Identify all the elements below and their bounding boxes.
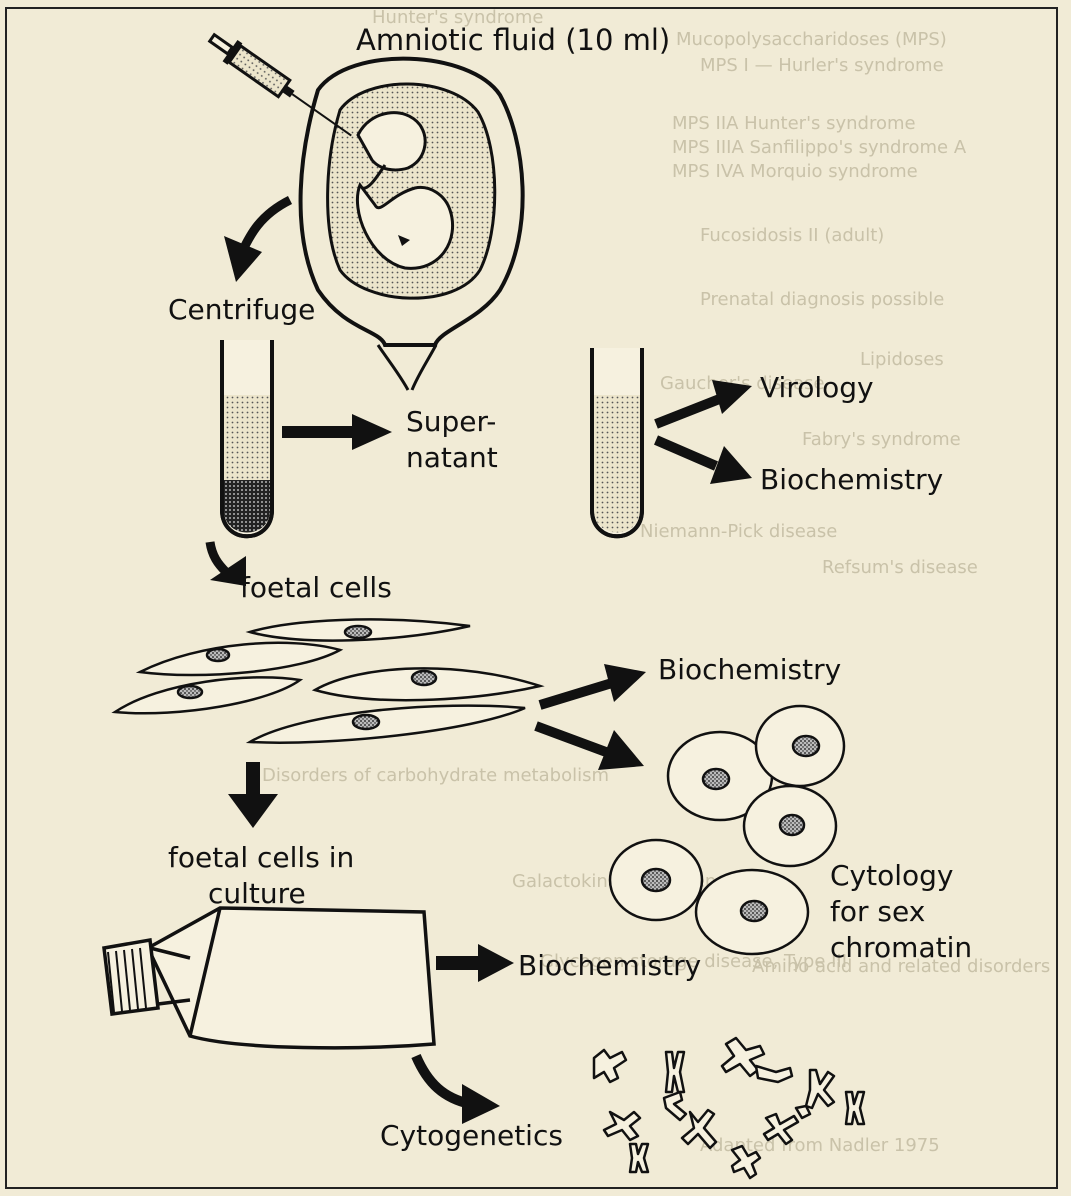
frame-border: [6, 8, 1057, 1188]
round-cells-illustration: [610, 706, 844, 954]
arrow-to-centrifuge: [224, 200, 290, 282]
arrow-to-biochemistry-supernatant: [656, 440, 752, 484]
foetal-cells-illustration: [115, 619, 540, 742]
foetal-cells-culture-label-line2: culture: [208, 878, 306, 910]
arrow-to-culture: [228, 762, 278, 828]
arrow-to-cytogenetics: [416, 1056, 500, 1124]
uterus-illustration: [301, 59, 523, 390]
supernatant-tube: [592, 348, 642, 536]
arrow-to-supernatant: [282, 414, 392, 450]
biochemistry-supernatant-label: Biochemistry: [760, 464, 943, 496]
culture-flask-illustration: [104, 908, 434, 1048]
cytogenetics-label: Cytogenetics: [380, 1120, 563, 1152]
foetal-cells-label: foetal cells: [240, 572, 392, 604]
arrow-to-biochemistry-culture: [436, 944, 514, 982]
cytology-label-line3: chromatin: [830, 932, 972, 964]
cytology-label-line2: for sex: [830, 896, 925, 928]
arrow-to-virology: [656, 380, 752, 424]
virology-label: Virology: [760, 372, 874, 404]
supernatant-label-line1: Super-: [406, 406, 496, 438]
supernatant-label-line2: natant: [406, 442, 498, 474]
cytology-label-line1: Cytology: [830, 860, 953, 892]
biochemistry-culture-label: Biochemistry: [518, 950, 701, 982]
centrifuge-label: Centrifuge: [168, 294, 315, 326]
centrifuge-tube: [222, 340, 272, 536]
biochemistry-cells-label: Biochemistry: [658, 654, 841, 686]
foetal-cells-culture-label-line1: foetal cells in: [168, 842, 354, 874]
arrow-to-cytology: [536, 726, 644, 770]
diagram-title: Amniotic fluid (10 ml): [356, 24, 670, 56]
arrow-to-biochemistry-cells: [540, 664, 646, 705]
chromosomes-illustration: [594, 1038, 864, 1178]
